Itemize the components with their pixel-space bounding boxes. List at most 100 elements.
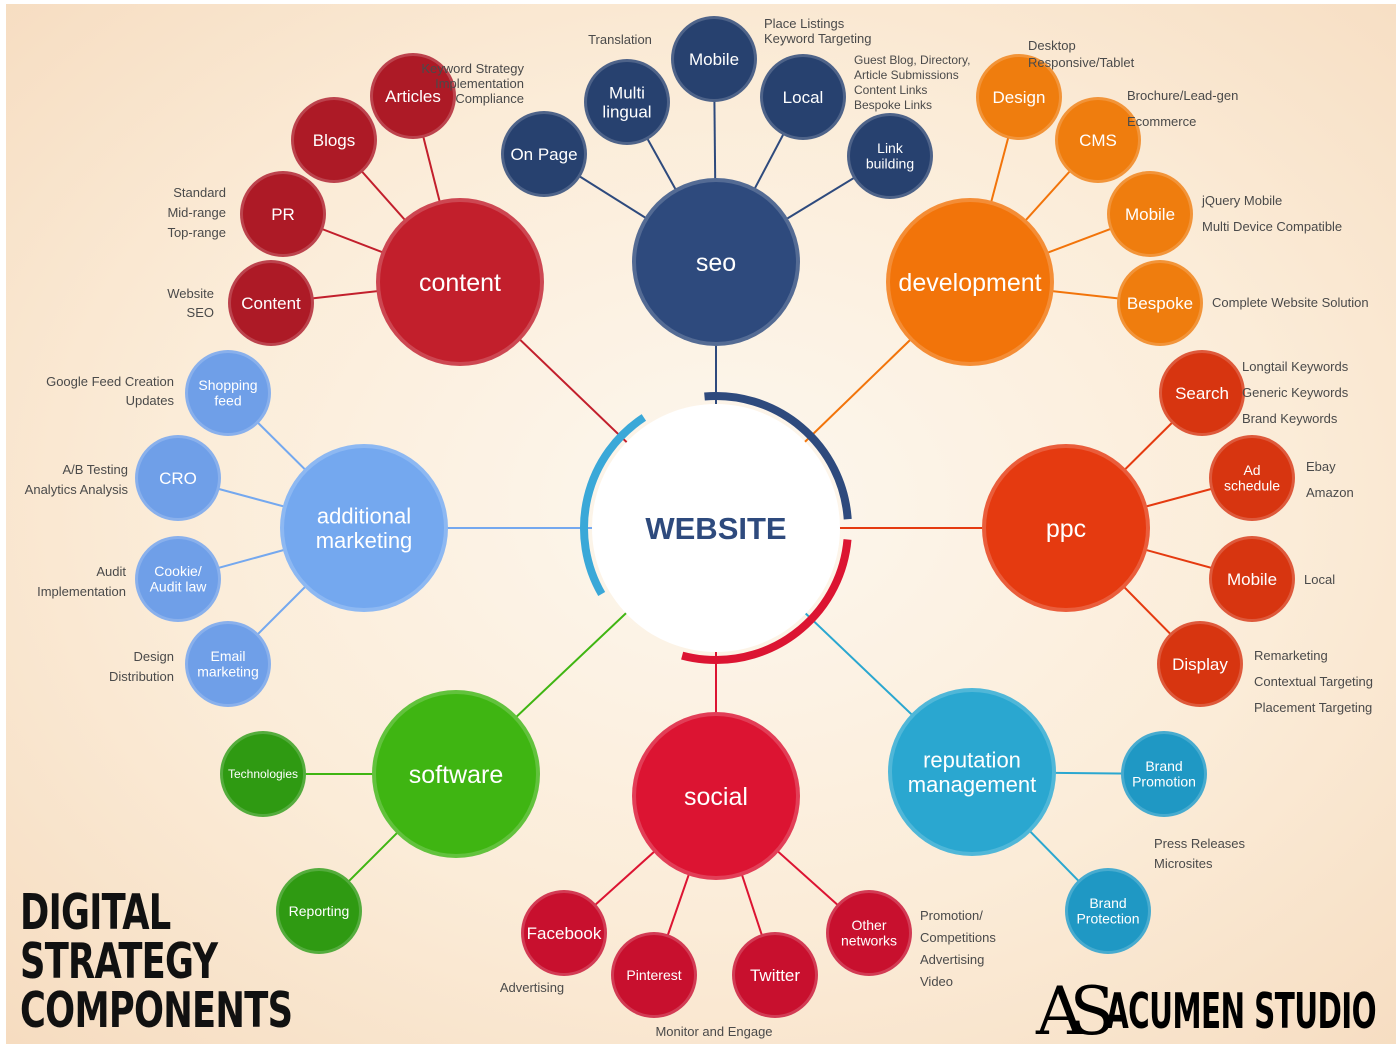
node-articles: Articles	[370, 53, 456, 139]
annotation-text: Microsites	[1154, 856, 1213, 871]
node-link-building-disc	[850, 116, 930, 196]
node-email-marketing-label: marketing	[197, 664, 258, 680]
annotation-text: Implementation	[37, 584, 126, 599]
node-twitter: Twitter	[732, 932, 818, 1018]
annotation-text: Place Listings	[764, 16, 845, 31]
node-cms-disc	[1058, 100, 1138, 180]
hub-content-label: content	[419, 269, 501, 297]
node-twitter-disc	[735, 935, 815, 1015]
node-multi-lingual-disc	[587, 62, 667, 142]
annotation-text: Generic Keywords	[1242, 385, 1349, 400]
hub-content: content	[376, 198, 544, 366]
hub-software: software	[372, 690, 540, 858]
annotation-text: Audit	[96, 564, 126, 579]
node-mobile-disc	[1212, 539, 1292, 619]
node-cms: CMS	[1055, 97, 1141, 183]
annotation-text: SEO	[187, 305, 214, 320]
hub-ppc-disc	[986, 448, 1146, 608]
node-brand-promotion-label: Brand	[1145, 758, 1182, 774]
brand-logo: AS ACUMEN STUDIO	[1036, 976, 1398, 1048]
annotation-text: Standard	[173, 185, 226, 200]
title-line-1: DIGITAL	[20, 884, 171, 941]
node-link-building-label: Link	[877, 140, 904, 156]
hub-additional-marketing-disc	[284, 448, 444, 608]
hub-reputation-label: management	[908, 772, 1036, 797]
node-on-page-disc	[504, 114, 584, 194]
annotation-text: Advertising	[920, 952, 984, 967]
node-cookie-audit-law-label: Cookie/	[154, 563, 202, 579]
hub-ppc-label: ppc	[1046, 515, 1086, 543]
mind-map: WEBSITEcontentArticlesBlogsPRContentseoO…	[25, 16, 1373, 1039]
node-other-networks-disc	[829, 893, 909, 973]
annotation-text: A/B Testing	[62, 462, 128, 477]
hub-software-disc	[376, 694, 536, 854]
node-multi-lingual-label: lingual	[602, 102, 651, 121]
annotation-text: Responsive/Tablet	[1028, 55, 1135, 70]
node-reporting-disc	[279, 871, 359, 951]
annotation-text: Amazon	[1306, 485, 1354, 500]
node-twitter-label: Twitter	[750, 966, 800, 985]
center-disc	[592, 404, 840, 652]
node-cookie-audit-law-disc	[138, 539, 218, 619]
node-pr-disc	[243, 174, 323, 254]
annotation-text: Advertising	[500, 980, 564, 995]
hub-reputation-disc	[892, 692, 1052, 852]
node-pinterest: Pinterest	[611, 932, 697, 1018]
node-local-label: Local	[783, 88, 824, 107]
node-blogs-label: Blogs	[313, 131, 356, 150]
node-brand-promotion-label: Promotion	[1132, 774, 1196, 790]
node-local-disc	[763, 57, 843, 137]
node-local: Local	[760, 54, 846, 140]
node-facebook-label: Facebook	[527, 924, 602, 943]
node-cro-disc	[138, 438, 218, 518]
hub-social-disc	[636, 716, 796, 876]
annotation-text: Placement Targeting	[1254, 700, 1372, 715]
node-multi-lingual-label: Multi	[609, 83, 645, 102]
annotation-text: Implementation	[435, 76, 524, 91]
node-ad-schedule-label: Ad	[1243, 462, 1260, 478]
annotation-text: Google Feed Creation	[46, 374, 174, 389]
hub-social-label: social	[684, 783, 748, 811]
annotation-text: Press Releases	[1154, 836, 1246, 851]
node-pr-label: PR	[271, 205, 295, 224]
center-ring-arc-red	[580, 392, 852, 664]
annotation-text: Local	[1304, 572, 1335, 587]
center-ring-arc-blue	[580, 392, 852, 664]
annotation-text: Brand Keywords	[1242, 411, 1338, 426]
annotation-text: Distribution	[109, 669, 174, 684]
annotation-text: Content Links	[854, 83, 927, 97]
annotation-text: Desktop	[1028, 38, 1076, 53]
hub-content-disc	[380, 202, 540, 362]
hub-social: social	[632, 712, 800, 880]
node-cro: CRO	[135, 435, 221, 521]
node-search: Search	[1159, 350, 1245, 436]
node-search-label: Search	[1175, 384, 1229, 403]
node-content-disc	[231, 263, 311, 343]
annotation-text: Article Submissions	[854, 68, 959, 82]
node-design-label: Design	[993, 88, 1046, 107]
node-pr: PR	[240, 171, 326, 257]
annotation-text: Brochure/Lead-gen	[1127, 88, 1238, 103]
annotation-text: Contextual Targeting	[1254, 674, 1373, 689]
center-ring-arc-cyan	[580, 392, 852, 664]
node-link-building-label: building	[866, 156, 914, 172]
annotation-text: Bespoke Links	[854, 98, 932, 112]
node-brand-protection-label: Brand	[1089, 895, 1126, 911]
annotation-text: Top-range	[167, 225, 226, 240]
annotation-text: Longtail Keywords	[1242, 359, 1349, 374]
annotation-text: jQuery Mobile	[1201, 193, 1282, 208]
node-content-label: Content	[241, 294, 301, 313]
node-search-disc	[1162, 353, 1242, 433]
node-other-networks-label: networks	[841, 933, 897, 949]
node-mobile-label: Mobile	[1125, 205, 1175, 224]
node-cookie-audit-law-label: Audit law	[150, 579, 208, 595]
node-reporting-label: Reporting	[289, 903, 350, 919]
node-facebook: Facebook	[521, 890, 607, 976]
